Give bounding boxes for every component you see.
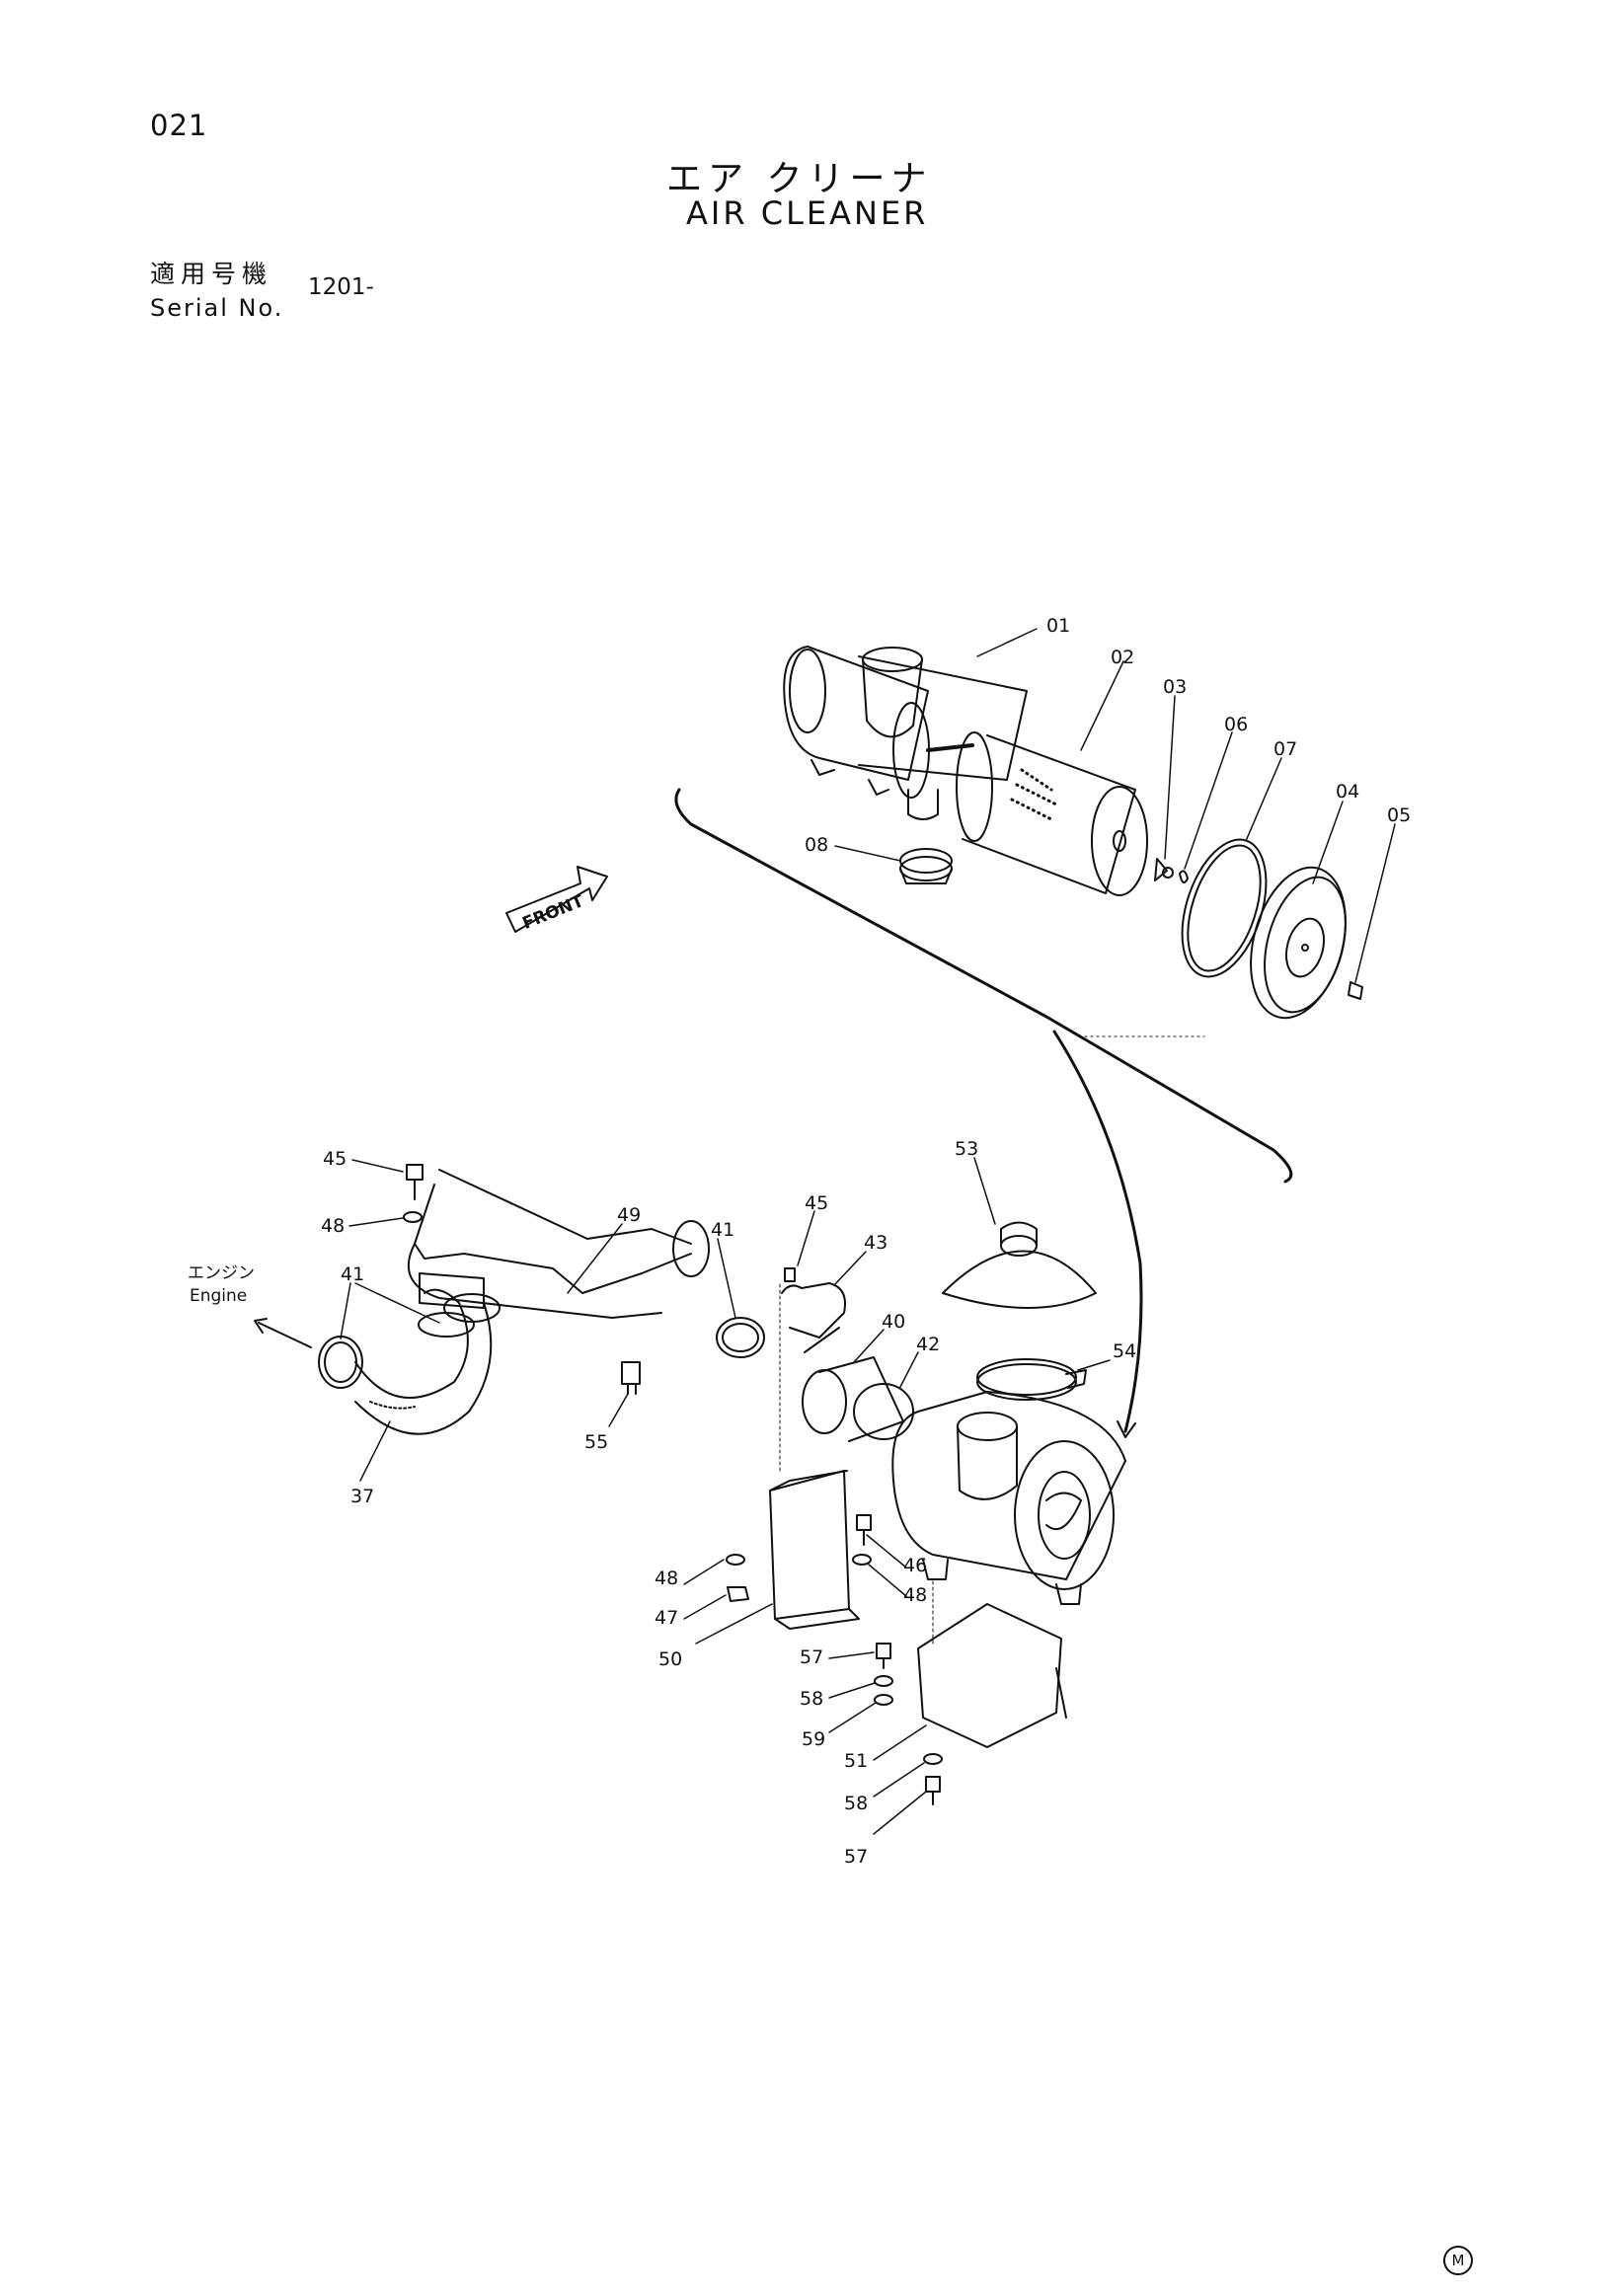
callout-41: 41 (711, 1219, 734, 1241)
callout-02: 02 (1111, 647, 1134, 668)
callout-08: 08 (805, 834, 828, 856)
callout-06: 06 (1224, 714, 1248, 735)
callout-58: 58 (844, 1793, 868, 1814)
engine-direction-label: エンジン Engine (188, 1263, 255, 1306)
callout-46: 46 (903, 1555, 927, 1576)
callout-40: 40 (882, 1311, 905, 1333)
callout-41: 41 (341, 1263, 364, 1285)
page-title-japanese: エア クリーナ (666, 159, 933, 199)
callout-labels: 01 02 03 06 07 04 05 08 45 48 49 41 43 4… (321, 615, 1411, 1868)
engine-label-english: Engine (190, 1286, 247, 1306)
callout-48: 48 (321, 1215, 345, 1237)
callout-57: 57 (844, 1846, 868, 1868)
callout-04: 04 (1336, 781, 1359, 803)
callout-07: 07 (1273, 738, 1297, 760)
page-title-english: AIR CLEANER (686, 194, 929, 232)
page-number: 021 (150, 109, 208, 142)
callout-42: 42 (916, 1334, 940, 1355)
callout-05: 05 (1387, 804, 1411, 826)
mid-fittings (781, 1221, 1097, 1442)
callout-03: 03 (1163, 676, 1187, 698)
callout-59: 59 (802, 1728, 825, 1750)
engine-label-japanese: エンジン (188, 1263, 255, 1283)
callout-55: 55 (584, 1431, 608, 1453)
serial-label-english: Serial No. (150, 294, 284, 322)
callout-47: 47 (655, 1607, 678, 1629)
callout-45: 45 (323, 1148, 347, 1170)
callout-50: 50 (658, 1648, 682, 1670)
intake-piping (254, 1164, 765, 1435)
callout-58: 58 (800, 1688, 823, 1710)
callout-45: 45 (805, 1192, 828, 1214)
air-cleaner-upper-assembly (783, 646, 1363, 1020)
serial-number-value: 1201- (308, 274, 374, 300)
leader-lines (340, 628, 1396, 1835)
front-direction-arrow: FRONT (505, 866, 608, 934)
callout-48: 48 (655, 1568, 678, 1589)
corner-mark: M (1443, 2246, 1473, 2275)
callout-57: 57 (800, 1646, 823, 1668)
callout-37: 37 (350, 1486, 374, 1507)
callout-48: 48 (903, 1584, 927, 1606)
callout-53: 53 (955, 1138, 978, 1160)
callout-51: 51 (844, 1750, 868, 1772)
callout-54: 54 (1113, 1340, 1136, 1362)
serial-label-japanese: 適用号機 (150, 260, 273, 288)
callout-01: 01 (1046, 615, 1070, 637)
air-cleaner-lower-assembly (726, 1282, 1126, 1805)
machine-outline (674, 788, 1293, 1438)
callout-43: 43 (864, 1232, 887, 1254)
callout-49: 49 (617, 1204, 641, 1226)
front-label: FRONT (519, 891, 586, 934)
